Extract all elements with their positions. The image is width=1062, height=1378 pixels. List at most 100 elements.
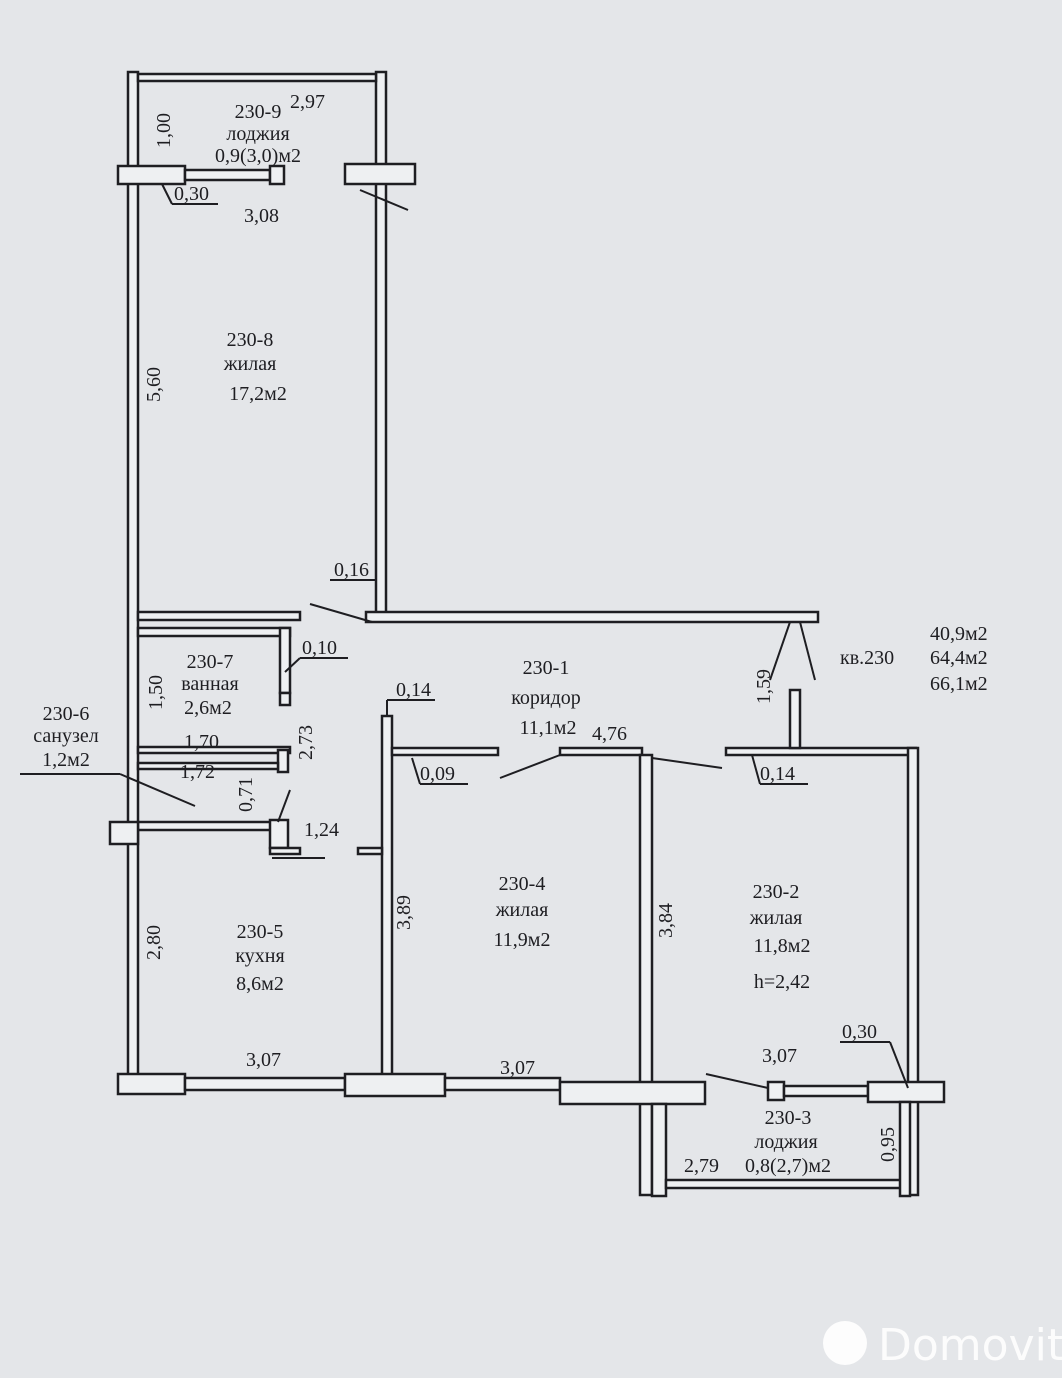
room-230-2-label: 230-2 жилая 11,8м2 h=2,42: [749, 881, 811, 993]
room-230-1-label: 230-1 коридор 11,1м2: [511, 657, 581, 739]
wall-segment: [374, 70, 388, 620]
plan-label: коридор: [511, 687, 581, 709]
wall-segment: [108, 820, 140, 846]
wall-segment: [664, 1178, 904, 1190]
plan-label: жилая: [495, 899, 549, 921]
plan-label: 1,00: [153, 113, 175, 148]
plan-label: 11,1м2: [520, 717, 577, 739]
wall-segment: [183, 168, 272, 182]
room-230-5-label: 230-5 кухня 8,6м2: [235, 921, 284, 995]
wall-segment: [364, 610, 820, 624]
leader-line: [277, 789, 291, 823]
domovita-logo-icon: [823, 1321, 867, 1365]
wall-segment: [276, 748, 290, 774]
plan-label: 230-7: [187, 651, 234, 673]
wall-segment: [278, 626, 292, 695]
wall-segment: [558, 1080, 707, 1106]
plan-label: 1,24: [304, 819, 339, 841]
leader-line: [359, 189, 409, 211]
leader-line: [161, 183, 173, 205]
plan-label: санузел: [33, 725, 98, 747]
plan-label: 0,14: [760, 763, 795, 785]
plan-label: Domovita: [878, 1320, 1062, 1371]
plan-label: 230-8: [227, 329, 274, 351]
plan-label: 0,10: [302, 637, 337, 659]
room-230-7-label: 230-7 ванная 2,6м2: [181, 651, 239, 719]
wall-segment: [906, 746, 920, 1197]
plan-label: 0,14: [396, 679, 431, 701]
domovita-watermark: Domovita: [823, 1320, 1062, 1371]
plan-label: 0,9(3,0)м2: [215, 145, 301, 167]
plan-label: 11,9м2: [494, 929, 551, 951]
wall-segment: [136, 72, 378, 83]
wall-segment: [650, 1102, 668, 1198]
plan-label: лоджия: [754, 1131, 817, 1153]
plan-label: 3,07: [246, 1049, 281, 1071]
plan-label: 0,30: [842, 1021, 877, 1043]
plan-label: 64,4м2: [930, 647, 988, 669]
plan-label: 230-1: [523, 657, 570, 679]
plan-label: лоджия: [226, 123, 289, 145]
plan-label: 1,70: [184, 731, 219, 753]
plan-label: жилая: [223, 353, 277, 375]
wall-segment: [268, 164, 286, 186]
plan-label: 2,80: [143, 925, 165, 960]
plan-label: 1,2м2: [42, 749, 90, 771]
wall-segment: [766, 1080, 786, 1102]
wall-segment: [268, 818, 290, 850]
leader-line: [411, 757, 421, 785]
plan-label: ванная: [181, 673, 239, 695]
plan-label: кухня: [235, 945, 284, 967]
wall-segment: [343, 162, 417, 186]
leader-line: [284, 657, 301, 673]
plan-label: 1,59: [753, 669, 775, 704]
wall-segment: [136, 761, 280, 771]
apartment-summary: кв.230 40,9м2 64,4м2 66,1м2: [840, 623, 988, 695]
leader-line: [309, 603, 373, 623]
wall-segment: [136, 820, 280, 832]
plan-label: 0,8(2,7)м2: [745, 1155, 831, 1177]
wall-segment: [343, 1072, 447, 1098]
plan-label: 3,08: [244, 205, 279, 227]
plan-label: 8,6м2: [236, 973, 284, 995]
plan-label: 40,9м2: [930, 623, 988, 645]
plan-label: 230-3: [765, 1107, 812, 1129]
leader-line: [499, 754, 561, 779]
room-230-6-label: 230-6 санузел 1,2м2: [33, 703, 98, 771]
plan-label: 2,97: [290, 91, 325, 113]
plan-label: 1,72: [180, 761, 215, 783]
leader-line: [705, 1073, 769, 1089]
wall-segment: [443, 1076, 562, 1092]
plan-label: 11,8м2: [754, 935, 811, 957]
plan-label: 5,60: [143, 367, 165, 402]
plan-label: 17,2м2: [229, 383, 287, 405]
wall-segment: [183, 1076, 347, 1092]
wall-segment: [116, 164, 187, 186]
plan-label: 3,84: [655, 903, 677, 938]
wall-segment: [724, 746, 918, 757]
wall-segment: [278, 691, 292, 707]
plan-label: 1,50: [145, 675, 167, 710]
leader-line: [119, 773, 196, 807]
plan-label: 230-9: [235, 101, 282, 123]
room-230-8-label: 230-8 жилая 17,2м2: [223, 329, 287, 405]
wall-segment: [558, 746, 644, 757]
dimension-labels: 2,97 1,00 0,30 3,08 5,60 0,16 0,10 1,50 …: [143, 91, 899, 1177]
plan-label: 2,79: [684, 1155, 719, 1177]
wall-segment: [268, 846, 302, 856]
leader-line: [651, 757, 723, 769]
room-230-3-label: 230-3 лоджия 0,8(2,7)м2: [745, 1107, 831, 1177]
room-230-9-label: 230-9 лоджия 0,9(3,0)м2: [215, 101, 301, 167]
plan-label: 0,16: [334, 559, 369, 581]
plan-label: 3,07: [762, 1045, 797, 1067]
plan-label: 66,1м2: [930, 673, 988, 695]
walls: [108, 70, 946, 1198]
wall-segment: [136, 745, 292, 755]
wall-segment: [788, 688, 802, 750]
door-and-leader-lines: [20, 183, 909, 1089]
plan-label: 0,30: [174, 183, 209, 205]
wall-segment: [126, 70, 140, 1092]
wall-segment: [116, 1072, 187, 1096]
wall-segment: [898, 1100, 912, 1198]
